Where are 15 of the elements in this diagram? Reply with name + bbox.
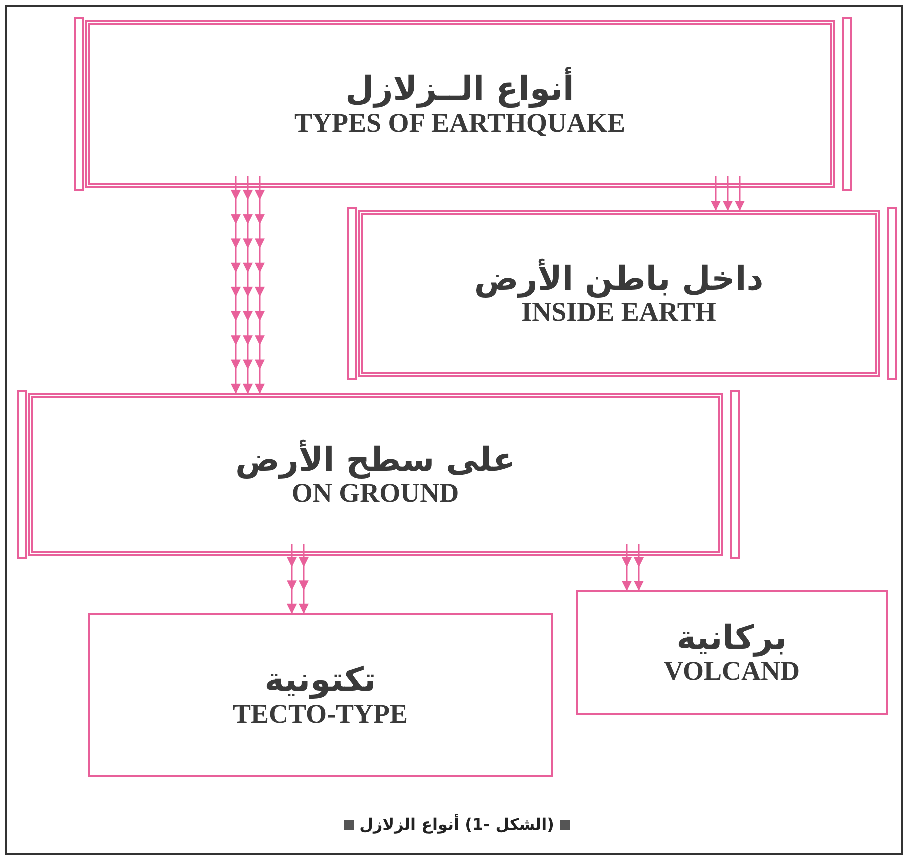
arabic-label: بركانية [676,618,788,658]
arabic-label: داخل باطن الأرض [474,258,764,298]
english-label: TYPES OF EARTHQUAKE [294,108,626,139]
category-box [88,613,553,777]
arrow-chain [710,176,746,211]
arrow-chain [230,176,266,394]
english-label: INSIDE EARTH [522,298,716,328]
arabic-label: تكتونية [264,660,376,700]
figure-caption: (الشكل -1) أنواع الزلازل [360,815,554,834]
category-box [576,590,888,715]
english-label: VOLCAND [664,657,800,688]
arabic-label: أنواع الــزلازل [346,69,574,109]
english-label: ON GROUND [292,479,460,510]
arabic-label: على سطح الأرض [235,440,516,480]
english-label: TECTO-TYPE [232,700,408,730]
